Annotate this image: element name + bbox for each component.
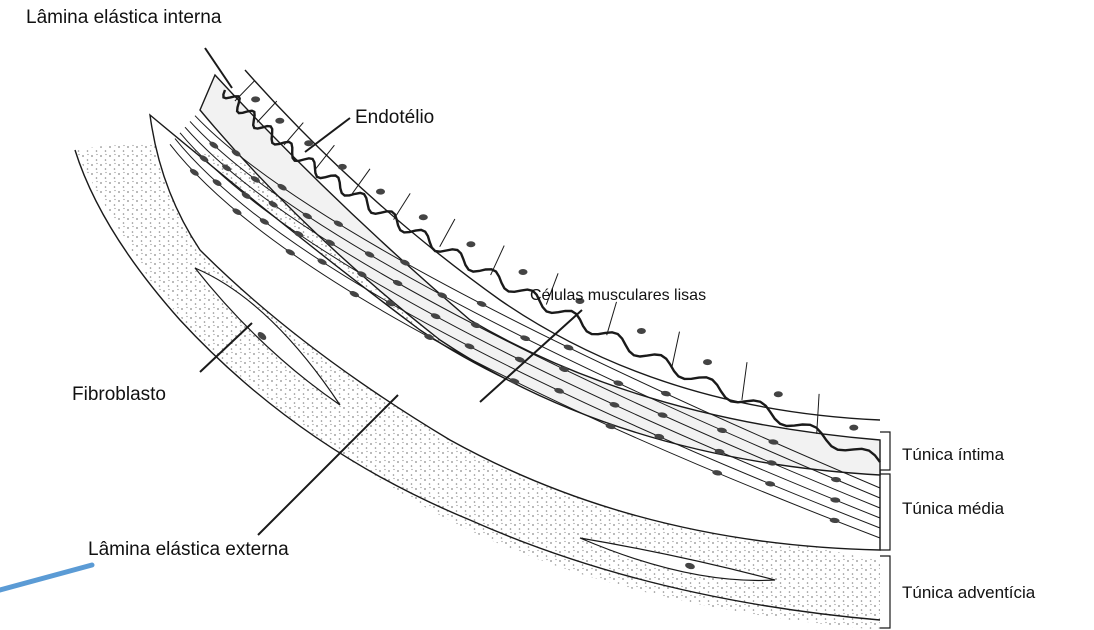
muscle-nucleus xyxy=(476,300,487,308)
blue-accent-line xyxy=(0,565,92,590)
endothelial-cell-border xyxy=(394,193,411,219)
muscle-nucleus xyxy=(563,344,574,352)
label-smooth-muscle-cells: Células musculares lisas xyxy=(530,288,706,304)
bracket-tunica-intima xyxy=(880,432,890,470)
endothelial-nucleus xyxy=(251,96,260,102)
endothelial-cell-border xyxy=(440,219,455,247)
label-internal-elastic-lamina: Lâmina elástica interna xyxy=(26,8,221,27)
endothelial-nucleus xyxy=(466,241,475,247)
endothelial-cell-border xyxy=(672,332,680,367)
label-endothelium: Endotélio xyxy=(355,108,434,127)
muscle-nucleus xyxy=(660,390,671,397)
endothelial-cell-border xyxy=(491,246,505,276)
endothelial-nucleus xyxy=(338,164,347,170)
bracket-tunica-media xyxy=(880,474,890,550)
endothelial-nucleus xyxy=(519,269,528,275)
endothelial-nucleus xyxy=(703,359,712,365)
endothelial-nucleus xyxy=(419,214,428,220)
label-external-elastic-lamina: Lâmina elástica externa xyxy=(88,540,289,559)
label-tunica-media: Túnica média xyxy=(902,500,1004,517)
bracket-tunica-adventitia xyxy=(880,556,890,628)
endothelial-nucleus xyxy=(275,118,284,124)
endothelial-nucleus xyxy=(849,425,858,431)
label-tunica-adventitia: Túnica adventícia xyxy=(902,584,1035,601)
endothelial-cell-border xyxy=(607,302,617,335)
leader-endothelium xyxy=(305,118,350,152)
endothelial-cell-border xyxy=(284,123,303,145)
endothelial-cell-border xyxy=(742,362,747,400)
label-tunica-intima: Túnica íntima xyxy=(902,446,1004,463)
endothelial-nucleus xyxy=(304,140,313,146)
endothelial-cell-border xyxy=(316,145,335,169)
muscle-nucleus xyxy=(520,334,531,342)
endothelial-cell-border xyxy=(352,169,370,194)
endothelial-nucleus xyxy=(376,189,385,195)
endothelial-nucleus xyxy=(774,391,783,397)
endothelial-cell-border xyxy=(257,101,277,122)
label-fibroblast: Fibroblasto xyxy=(72,385,166,404)
endothelial-nucleus xyxy=(637,328,646,334)
